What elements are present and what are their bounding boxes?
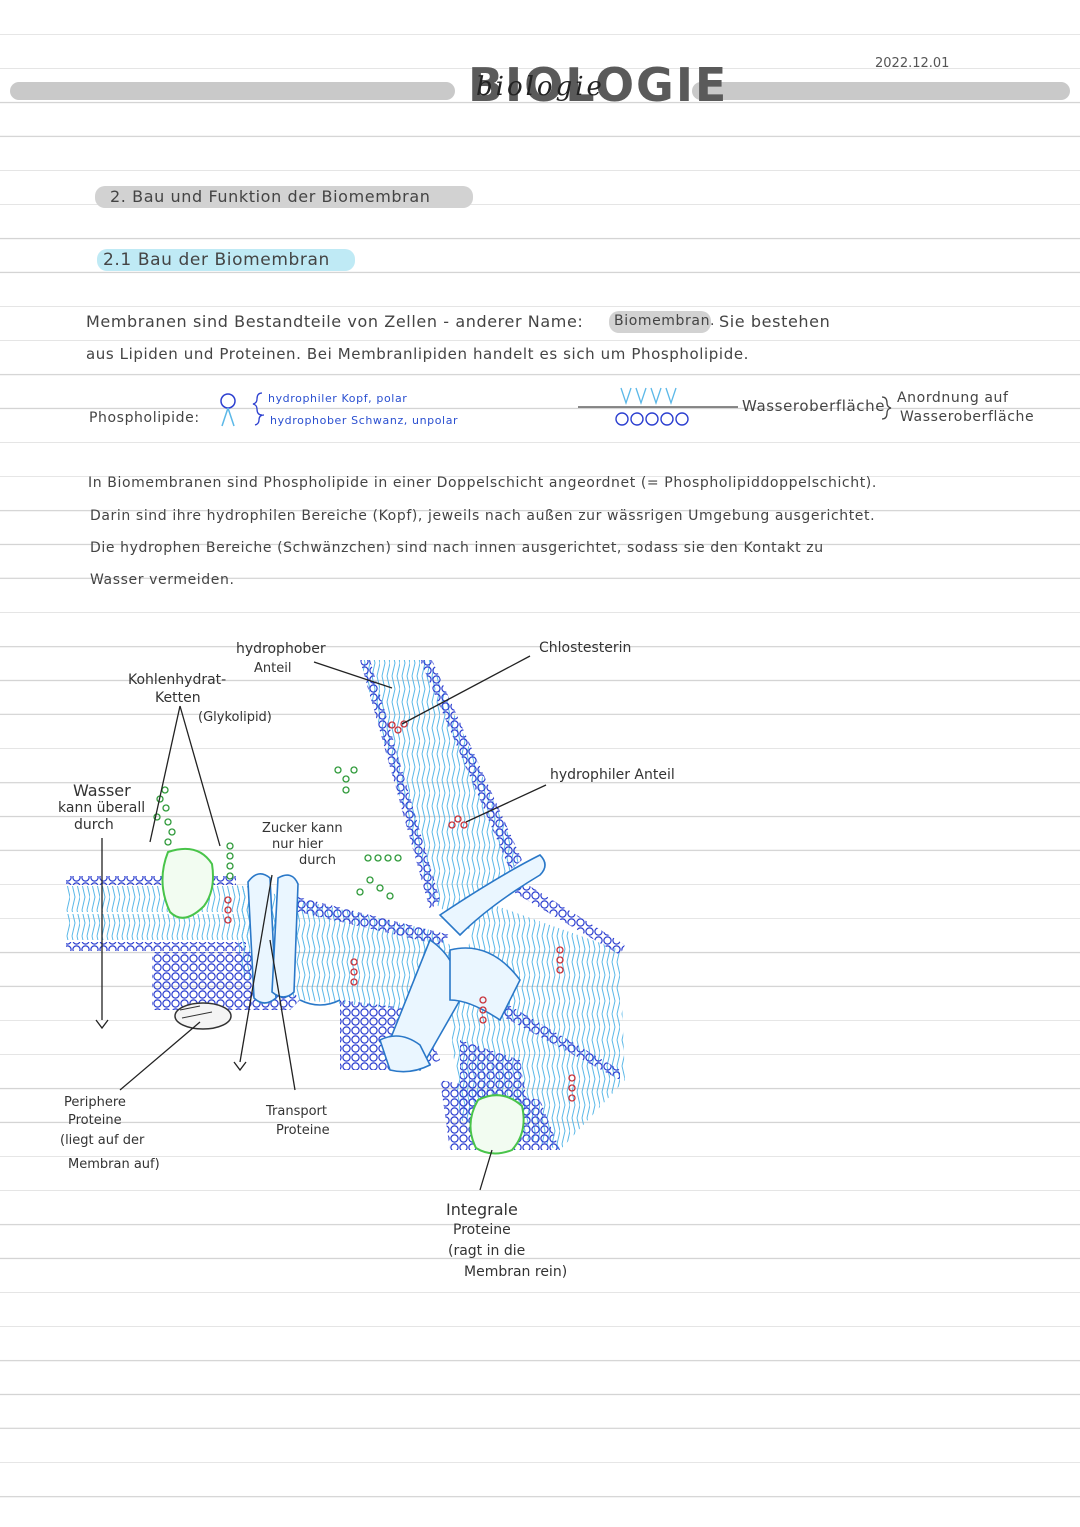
label-sugar-2: nur hier <box>272 837 324 852</box>
label-integral-1: Integrale <box>446 1200 518 1219</box>
bilayer-line-1: In Biomembranen sind Phospholipide in ei… <box>88 475 877 491</box>
bilayer-line-4: Wasser vermeiden. <box>90 572 235 588</box>
annotation-lines <box>95 655 547 1191</box>
label-carb-1: Kohlenhydrat- <box>128 672 227 688</box>
label-carb-3: (Glykolipid) <box>198 710 272 725</box>
label-peripheral-2: Proteine <box>68 1113 122 1128</box>
label-peripheral-3: (liegt auf der <box>60 1133 145 1148</box>
label-peripheral-1: Periphere <box>64 1095 126 1110</box>
page-title: BIOLOGIE <box>468 58 729 112</box>
surface-label: Wasseroberfläche <box>742 397 886 415</box>
arrangement-line-1: Anordnung auf <box>897 390 1009 406</box>
label-integral-4: Membran rein) <box>464 1264 568 1280</box>
page-title-script: biologie <box>476 72 605 102</box>
bilayer-left <box>66 876 256 951</box>
biomembran-highlight <box>609 311 711 333</box>
intro-line-1b: Sie bestehen <box>719 312 831 331</box>
bilayer-line-2: Darin sind ihre hydrophilen Bereiche (Ko… <box>90 508 876 524</box>
arrangement-line-2: Wasseroberfläche <box>900 409 1035 425</box>
intro-highlight: Biomembran. <box>614 313 716 329</box>
bilayer-line-3: Die hydrophen Bereiche (Schwänzchen) sin… <box>90 540 824 556</box>
label-sugar-1: Zucker kann <box>262 821 343 836</box>
intro-line-1a: Membranen sind Bestandteile von Zellen -… <box>86 312 584 331</box>
section-subheading: 2.1 Bau der Biomembran <box>103 250 330 270</box>
label-hydrophobic-2: Anteil <box>254 661 292 676</box>
head-description: hydrophiler Kopf, polar <box>268 392 408 405</box>
section-heading: 2. Bau und Funktion der Biomembran <box>110 187 431 206</box>
label-water-3: durch <box>74 817 114 833</box>
label-integral-2: Proteine <box>453 1222 511 1238</box>
label-integral-3: (ragt in die <box>448 1243 526 1259</box>
water-surface-icon <box>578 387 892 426</box>
peripheral-protein <box>174 1002 232 1030</box>
label-water-2: kann überall <box>58 800 146 816</box>
date: 2022.12.01 <box>875 56 950 71</box>
cholesterol-molecules <box>224 720 576 1102</box>
header-bar-right <box>692 82 1070 100</box>
label-hydrophobic-1: hydrophober <box>236 641 326 657</box>
heading-highlight <box>95 186 473 208</box>
tail-description: hydrophober Schwanz, unpolar <box>270 414 459 427</box>
label-water-1: Wasser <box>73 781 131 800</box>
label-sugar-3: durch <box>299 853 336 868</box>
integral-protein-green <box>469 1094 525 1155</box>
intro-line-2: aus Lipiden und Proteinen. Bei Membranli… <box>86 345 750 363</box>
label-carb-2: Ketten <box>155 690 201 706</box>
label-cholesterol: Chlostesterin <box>539 640 632 656</box>
phospholipid-label: Phospholipide: <box>89 410 200 426</box>
carbohydrate-chains <box>153 766 402 900</box>
phospholipid-icon <box>220 392 265 427</box>
label-transport-2: Proteine <box>276 1123 330 1138</box>
subheading-highlight <box>97 249 355 271</box>
label-peripheral-4: Membran auf) <box>68 1157 160 1172</box>
label-hydrophilic: hydrophiler Anteil <box>550 767 675 783</box>
glycoprotein <box>161 848 214 919</box>
label-transport-1: Transport <box>266 1104 328 1119</box>
header-bar-left <box>10 82 455 100</box>
integral-channel-protein <box>379 854 546 1073</box>
